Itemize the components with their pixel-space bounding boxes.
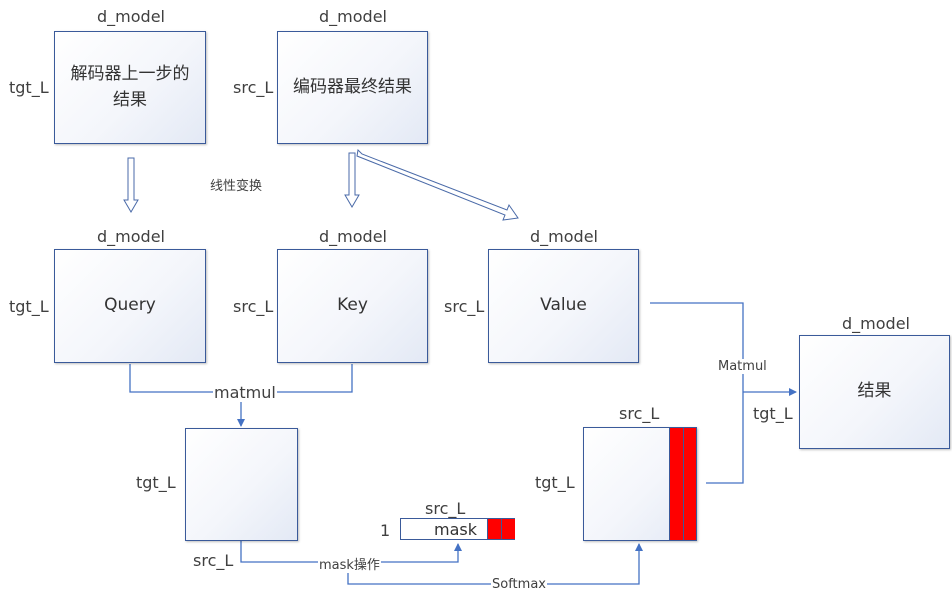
encoder-srcl-label: src_L [233,78,274,97]
mask-one-label: 1 [380,521,391,540]
result-tgtl-label: tgt_L [753,404,793,423]
mask-op-label: mask操作 [318,554,381,573]
score-srcl-label: src_L [193,551,234,570]
decoder-output-box: 解码器上一步的 结果 [54,31,206,144]
attention-weights-box [583,427,697,541]
mask-bar: mask [400,518,515,540]
weights-masked-col-1 [669,428,683,540]
block-arrow-encoder-to-value [356,148,519,221]
attention-score-box [185,428,298,541]
encoder-dmodel-label: d_model [319,7,387,26]
score-tgtl-label: tgt_L [136,473,176,492]
result-box: 结果 [799,335,950,449]
weights-masked-col-2 [683,428,696,540]
value-dmodel-label: d_model [530,227,598,246]
weights-tgtl-label: tgt_L [535,473,575,492]
block-arrow-encoder-to-key [344,152,360,208]
value-srcl-label: src_L [444,297,485,316]
weights-srcl-label: src_L [619,404,660,423]
mask-label: mask [434,520,477,539]
matmul2-label: Matmul [717,359,768,374]
query-box: Query [54,249,206,363]
block-arrow-decoder-to-query [123,157,139,213]
query-dmodel-label: d_model [97,227,165,246]
key-dmodel-label: d_model [319,227,387,246]
mask-cell-1 [487,519,502,539]
line-value-to-matmul [650,302,744,484]
linear-transform-label: 线性变换 [210,179,263,194]
encoder-output-box: 编码器最终结果 [277,31,428,144]
mask-srcl-label: src_L [425,499,466,518]
decoder-tgtl-label: tgt_L [9,78,49,97]
value-box: Value [488,249,639,363]
query-tgtl-label: tgt_L [9,297,49,316]
matmul-label: matmul [213,383,277,402]
decoder-dmodel-label: d_model [97,7,165,26]
key-srcl-label: src_L [233,297,274,316]
key-box: Key [277,249,428,363]
softmax-label: Softmax [491,577,547,592]
mask-cell-2 [501,519,515,539]
result-dmodel-label: d_model [842,314,910,333]
